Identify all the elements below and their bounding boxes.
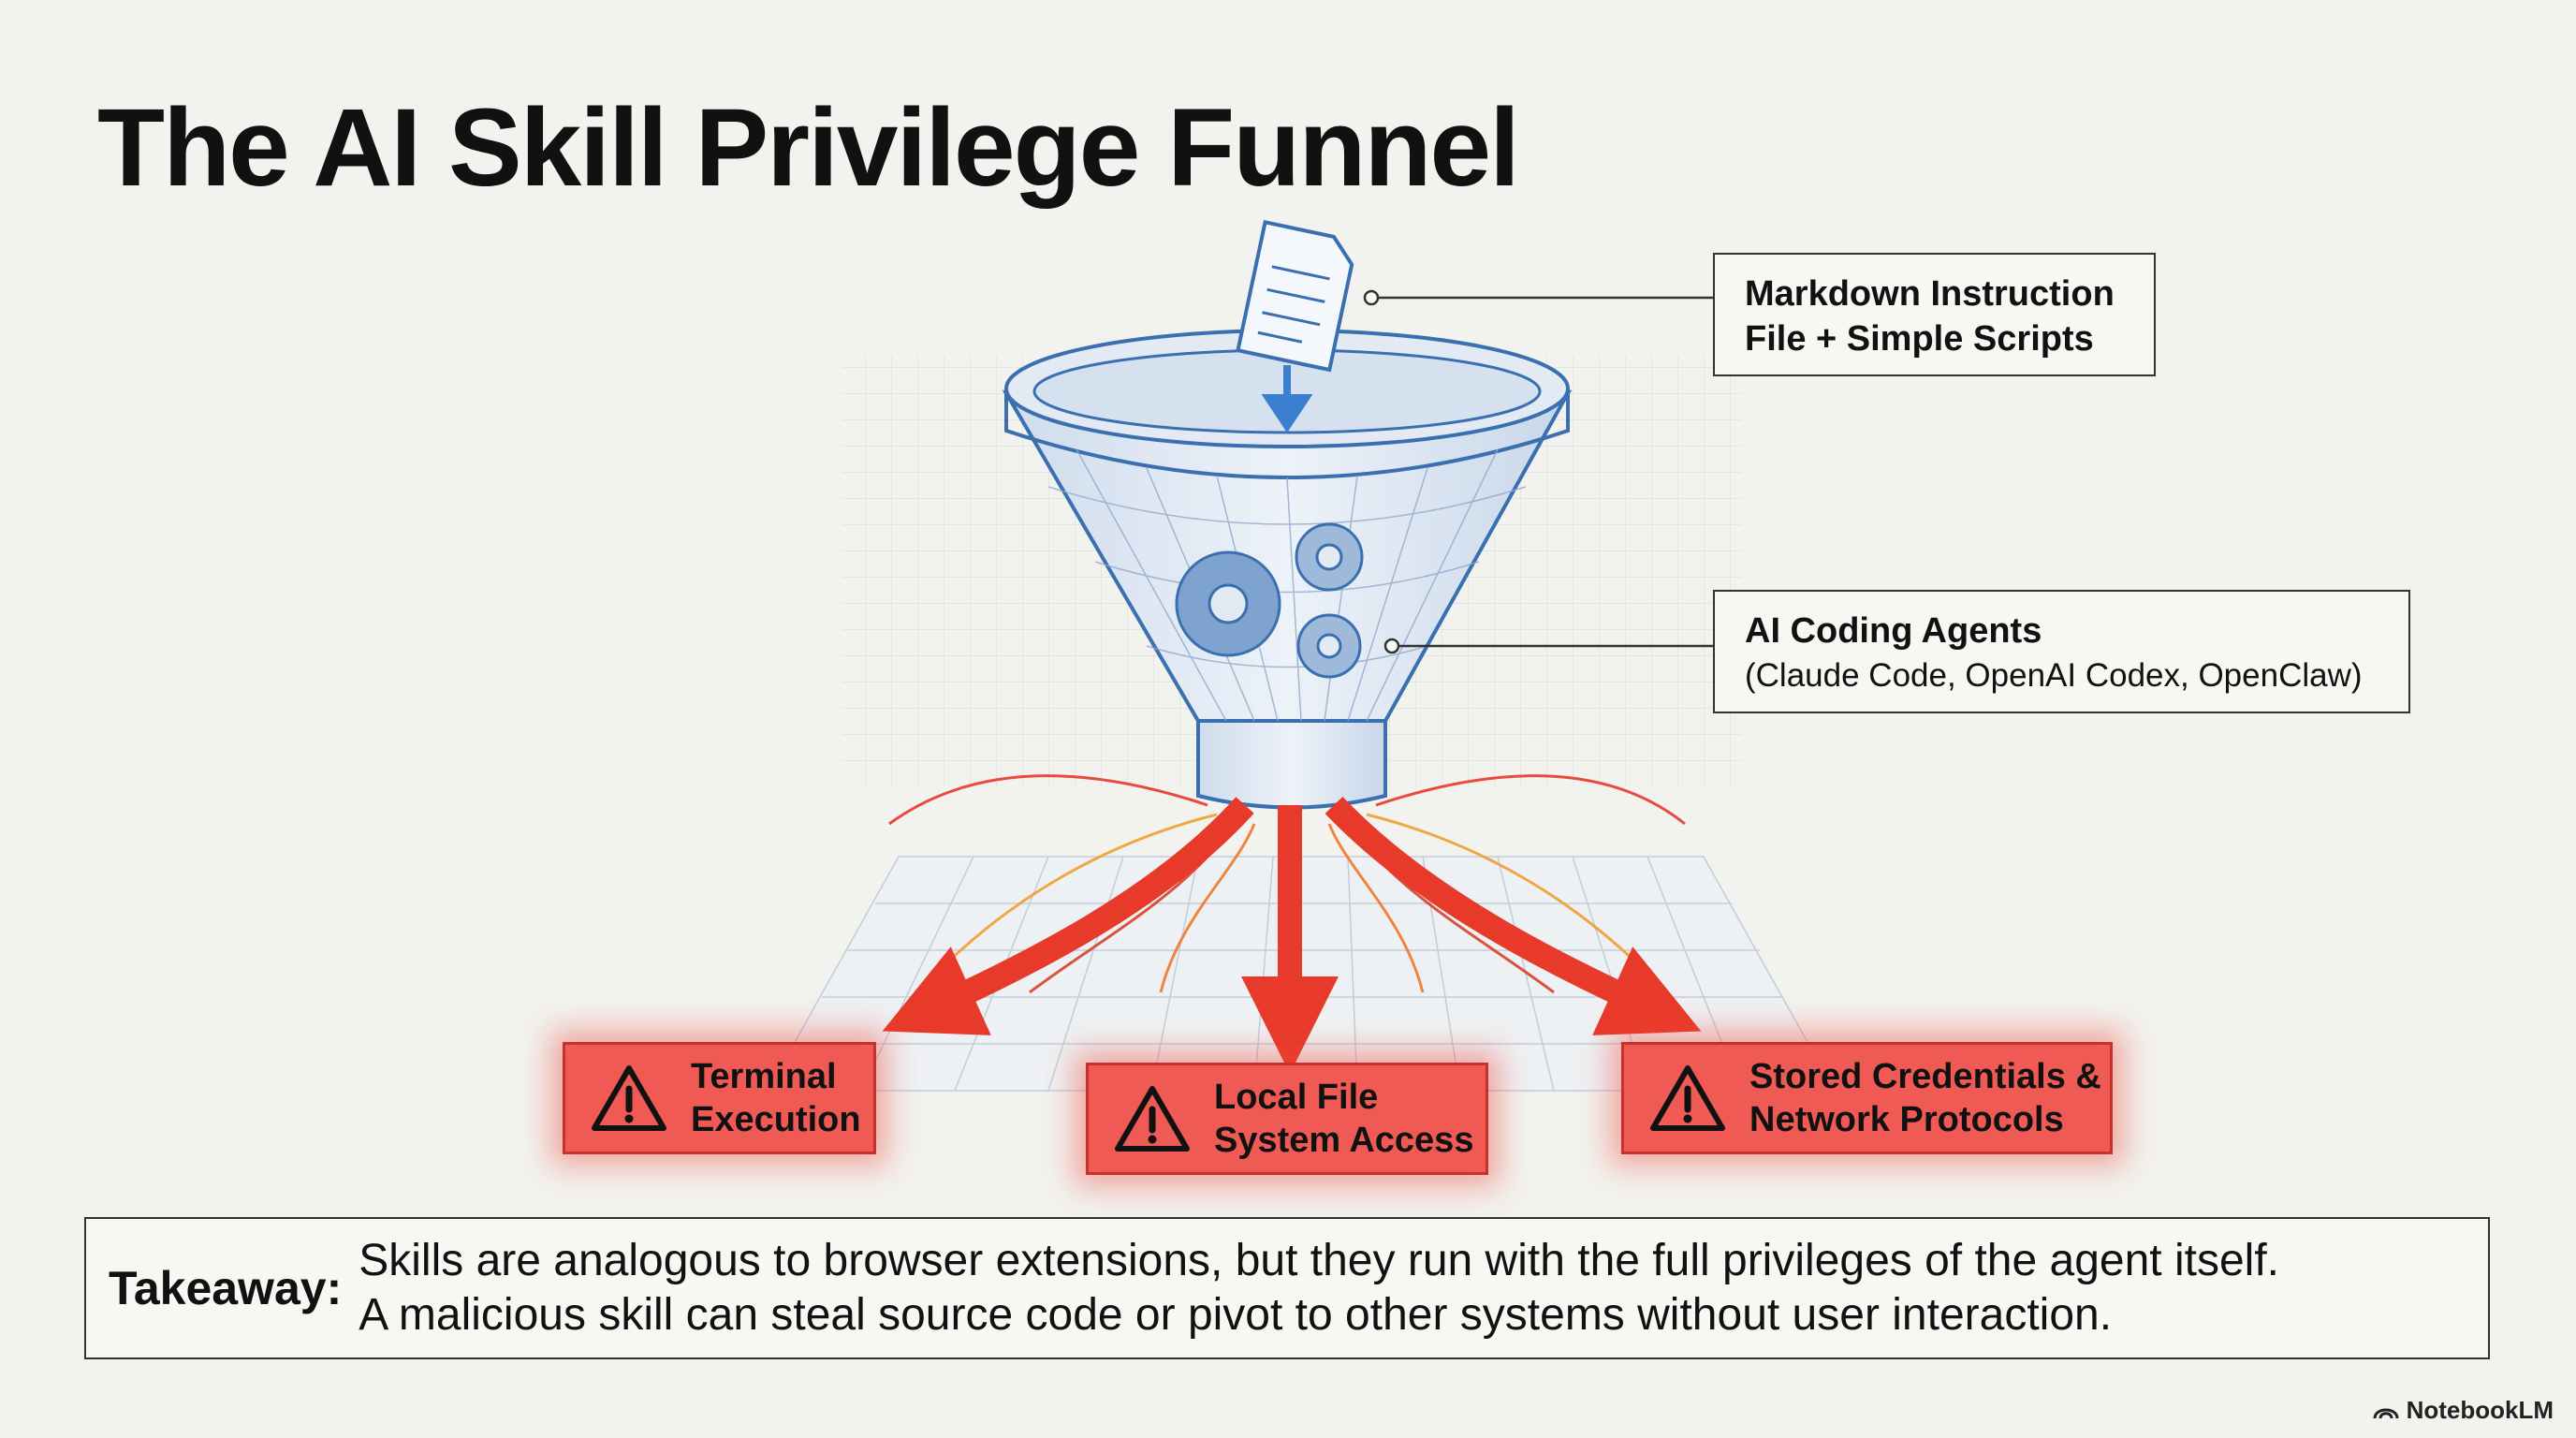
takeaway-text: Skills are analogous to browser extensio… (359, 1234, 2279, 1343)
risk-label-line1: Terminal (691, 1057, 837, 1096)
funnel (1002, 329, 1573, 810)
arrow-to-terminal (882, 797, 1254, 1035)
takeaway-label: Takeaway: (109, 1262, 343, 1314)
callout-markdown-line2: File + Simple Scripts (1745, 319, 2094, 359)
gear-icon (1175, 550, 1281, 657)
takeaway-line2: A malicious skill can steal source code … (359, 1290, 2113, 1340)
page-title: The AI Skill Privilege Funnel (97, 86, 1520, 210)
risk-stored-credentials: Stored Credentials & Network Protocols (1621, 1042, 2113, 1154)
callout-agents-line1: AI Coding Agents (1745, 611, 2042, 651)
brand-footer: NotebookLM (2373, 1396, 2554, 1425)
warning-icon (592, 1065, 666, 1131)
brand-name: NotebookLM (2406, 1396, 2554, 1424)
warning-icon (1650, 1065, 1725, 1131)
callout-markdown-line1: Markdown Instruction (1745, 274, 2115, 314)
drop-arrow (1261, 365, 1313, 433)
arrow-to-credentials (1325, 797, 1702, 1035)
callout-leaders (1363, 289, 1713, 654)
risk-label-line1: Stored Credentials & (1749, 1057, 2101, 1096)
takeaway-box: Takeaway: Skills are analogous to browse… (84, 1217, 2490, 1359)
funnel-mesh (1047, 448, 1527, 722)
privilege-arrows (882, 797, 1702, 1074)
takeaway-line1: Skills are analogous to browser extensio… (359, 1236, 2280, 1285)
risk-label-line2: Execution (691, 1100, 861, 1139)
risk-label-line1: Local File (1214, 1078, 1379, 1117)
risk-terminal-execution: Terminal Execution (563, 1042, 876, 1154)
warning-icon (1115, 1086, 1190, 1152)
callout-agents-line2: (Claude Code, OpenAI Codex, OpenClaw) (1745, 657, 2363, 694)
risk-label-line2: System Access (1214, 1121, 1474, 1160)
risk-label-line2: Network Protocols (1749, 1100, 2064, 1139)
document-icon (1236, 219, 1354, 373)
gear-icon (1296, 613, 1362, 679)
callout-markdown-instruction: Markdown Instruction File + Simple Scrip… (1713, 253, 2156, 376)
risk-local-file-system: Local File System Access (1086, 1063, 1488, 1175)
gear-icon (1295, 522, 1364, 592)
notebooklm-logo-icon (2373, 1408, 2399, 1418)
callout-ai-coding-agents: AI Coding Agents (Claude Code, OpenAI Co… (1713, 590, 2410, 713)
